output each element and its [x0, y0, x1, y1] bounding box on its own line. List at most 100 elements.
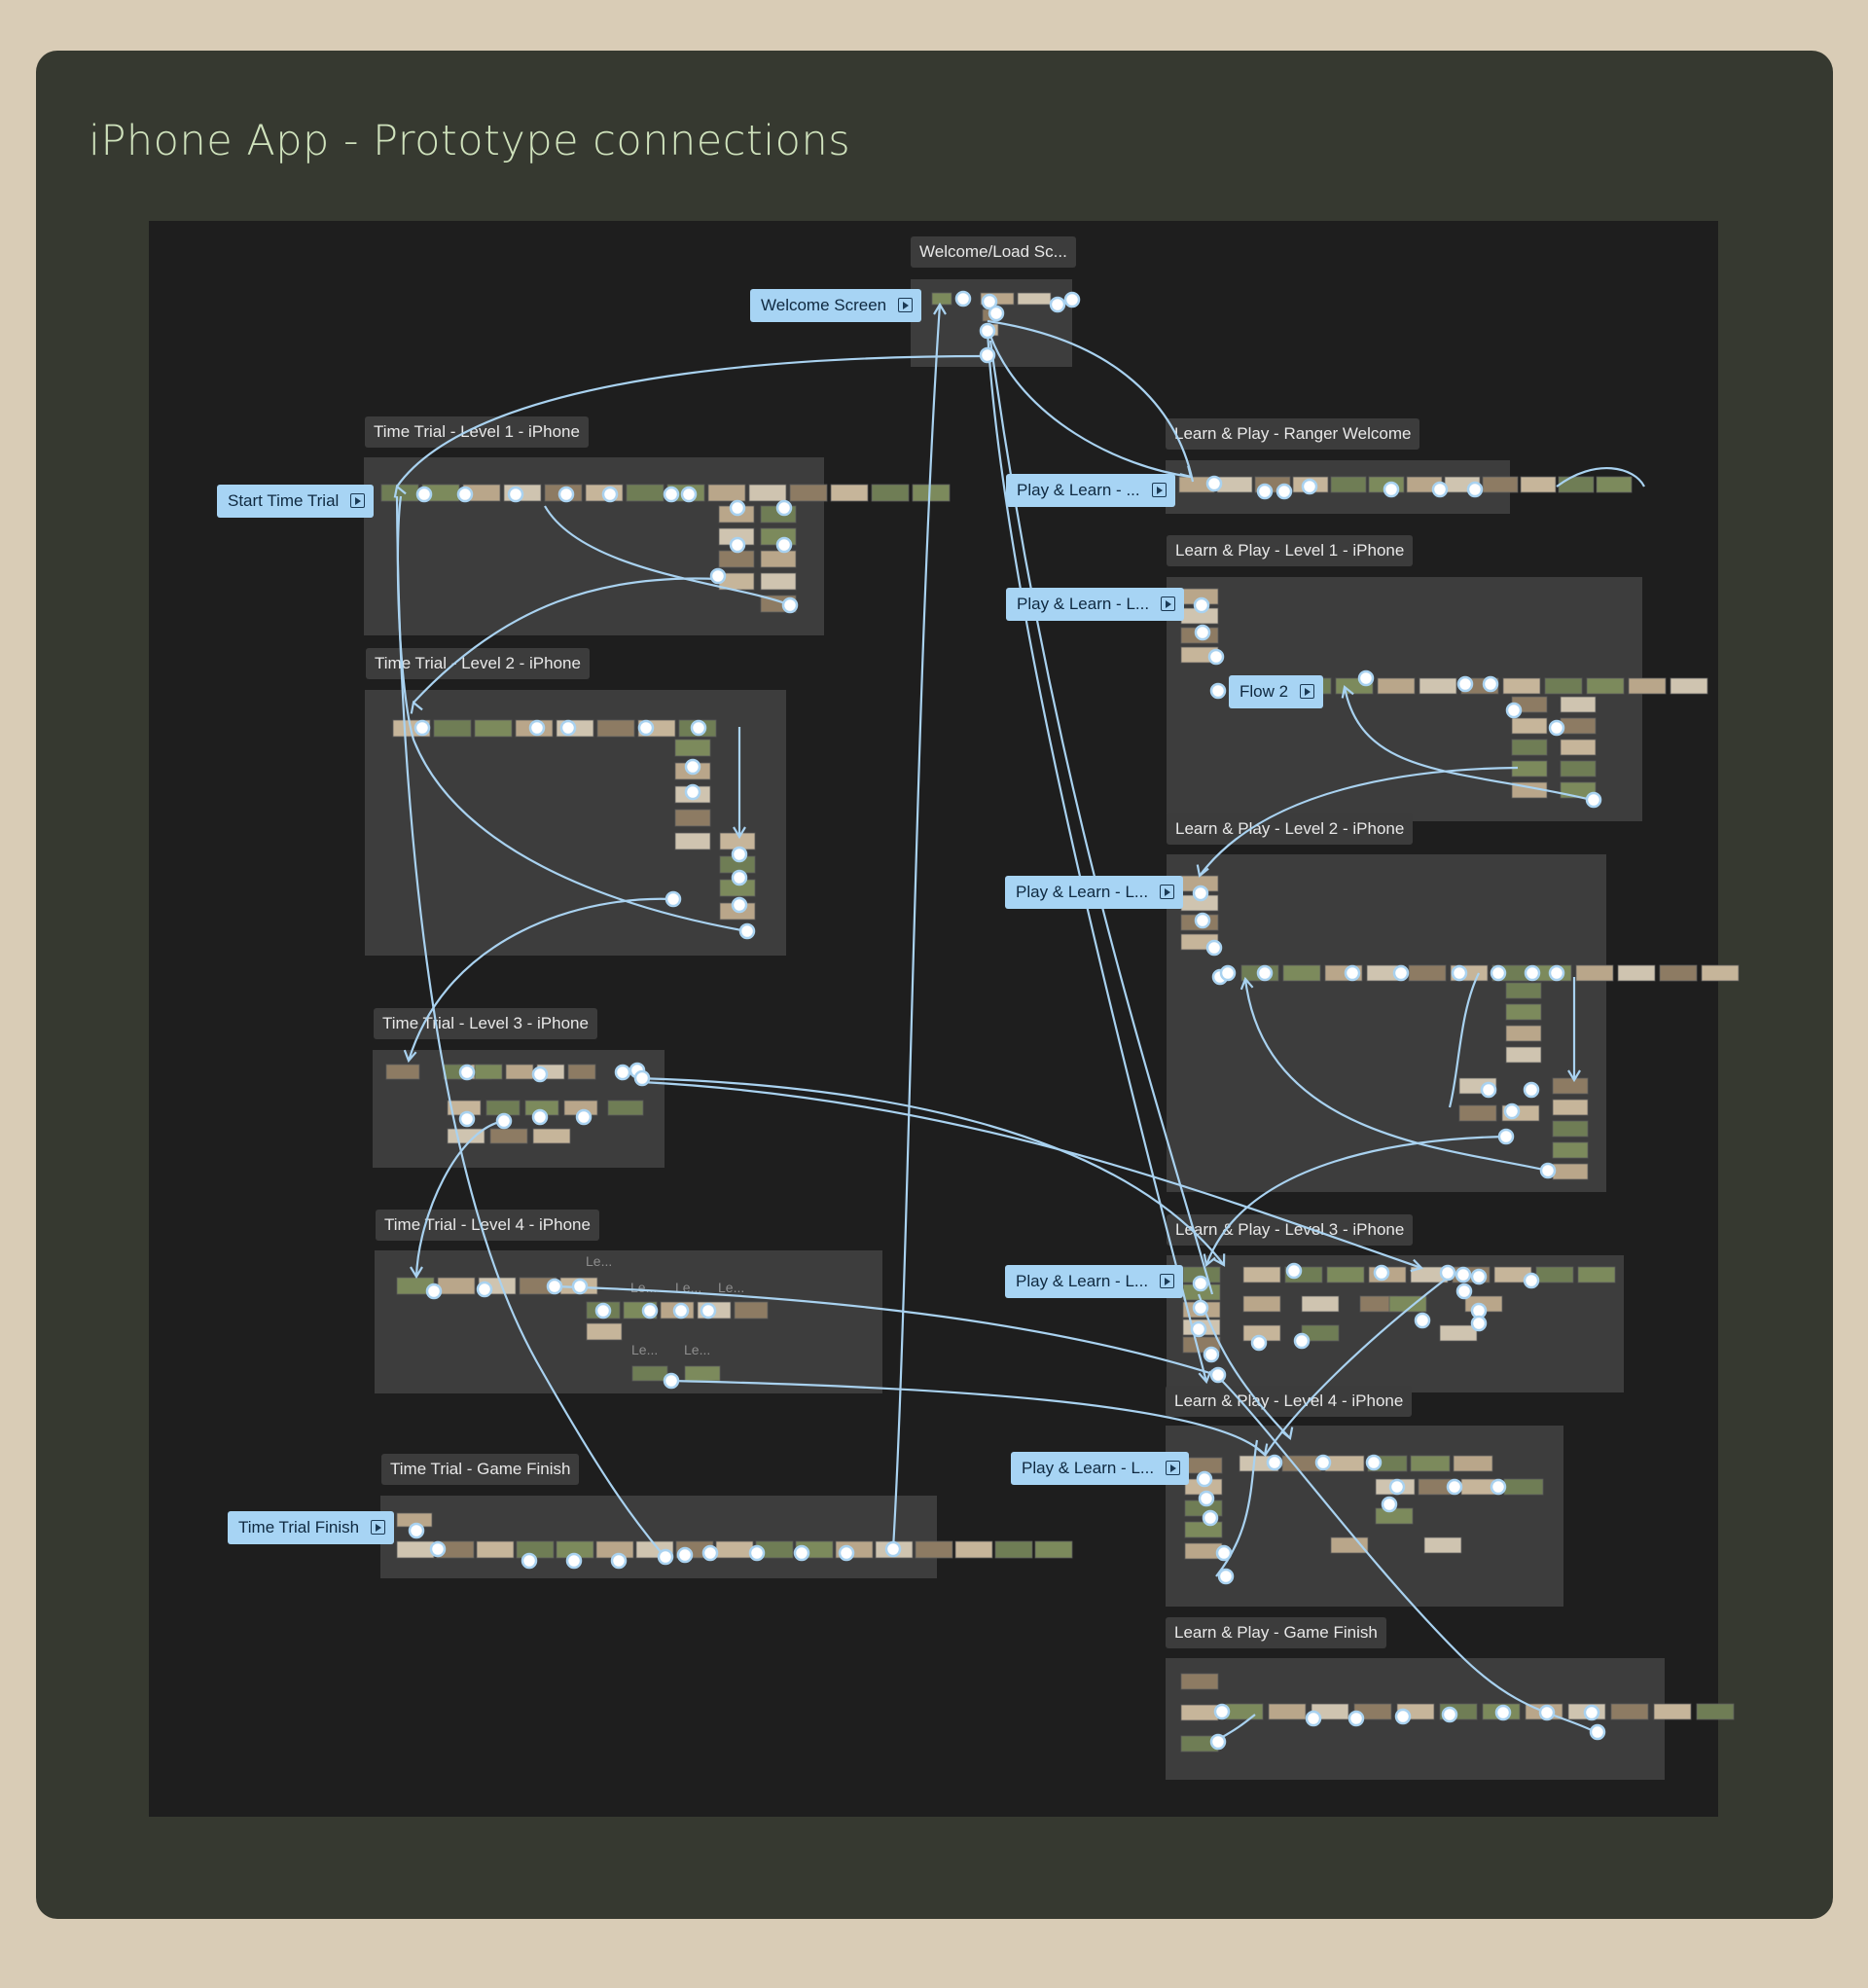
frame-thumbnail[interactable]: [789, 484, 828, 502]
section-label-lpw[interactable]: Learn & Play - Ranger Welcome: [1166, 418, 1420, 450]
frame-thumbnail[interactable]: [684, 1365, 721, 1382]
frame-thumbnail[interactable]: [674, 832, 711, 850]
frame-thumbnail[interactable]: [1225, 1703, 1264, 1720]
frame-thumbnail[interactable]: [532, 1128, 571, 1144]
frame-thumbnail[interactable]: [1560, 760, 1597, 777]
frame-thumbnail[interactable]: [1216, 476, 1253, 493]
frame-thumbnail[interactable]: [715, 1540, 754, 1559]
frame-thumbnail[interactable]: [718, 550, 755, 568]
frame-thumbnail[interactable]: [1242, 1266, 1281, 1283]
frame-thumbnail[interactable]: [871, 484, 910, 502]
frame-thumbnail[interactable]: [1180, 1673, 1219, 1690]
frame-thumbnail[interactable]: [994, 1540, 1033, 1559]
frame-thumbnail[interactable]: [489, 1128, 528, 1144]
frame-thumbnail[interactable]: [505, 1064, 534, 1080]
frame-thumbnail[interactable]: [1505, 982, 1542, 999]
frame-thumbnail[interactable]: [1535, 1266, 1574, 1283]
frame-thumbnail[interactable]: [567, 1064, 596, 1080]
frame-thumbnail[interactable]: [1511, 739, 1548, 756]
section-label-lp4[interactable]: Learn & Play - Level 4 - iPhone: [1166, 1386, 1413, 1417]
section-label-welcome[interactable]: Welcome/Load Sc...: [911, 236, 1076, 268]
frame-thumbnail[interactable]: [1505, 1025, 1542, 1042]
frame-thumbnail[interactable]: [437, 1277, 476, 1295]
frame-thumbnail[interactable]: [915, 1540, 953, 1559]
frame-thumbnail[interactable]: [1326, 1266, 1365, 1283]
section-label-tt4[interactable]: Time Trial - Level 4 - iPhone: [376, 1210, 599, 1241]
frame-thumbnail[interactable]: [1552, 1120, 1589, 1138]
section-label-lp2[interactable]: Learn & Play - Level 2 - iPhone: [1167, 813, 1414, 845]
frame-thumbnail[interactable]: [1596, 476, 1633, 493]
frame-thumbnail[interactable]: [1503, 1478, 1544, 1496]
section-label-tt3[interactable]: Time Trial - Level 3 - iPhone: [374, 1008, 597, 1039]
frame-thumbnail[interactable]: [1458, 1104, 1497, 1122]
section-label-tt1[interactable]: Time Trial - Level 1 - iPhone: [365, 416, 589, 448]
flow-welcome-screen[interactable]: Welcome Screen: [750, 289, 922, 322]
frame-thumbnail[interactable]: [931, 292, 952, 306]
frame-thumbnail[interactable]: [1410, 1455, 1451, 1472]
section-label-lp3[interactable]: Learn & Play - Level 3 - iPhone: [1167, 1214, 1414, 1246]
frame-thumbnail[interactable]: [626, 484, 665, 502]
frame-thumbnail[interactable]: [1560, 696, 1597, 713]
frame-thumbnail[interactable]: [607, 1100, 644, 1116]
flow-play-learn-l1[interactable]: Play & Learn - L...: [1006, 588, 1185, 621]
frame-thumbnail[interactable]: [474, 719, 513, 738]
frame-thumbnail[interactable]: [1628, 677, 1667, 695]
frame-thumbnail[interactable]: [674, 809, 711, 827]
frame-thumbnail[interactable]: [1423, 1536, 1462, 1554]
frame-thumbnail[interactable]: [631, 1365, 668, 1382]
frame-thumbnail[interactable]: [1552, 1141, 1589, 1159]
frame-thumbnail[interactable]: [1439, 1324, 1478, 1342]
frame-thumbnail[interactable]: [1701, 964, 1740, 982]
frame-thumbnail[interactable]: [1268, 1703, 1307, 1720]
frame-thumbnail[interactable]: [912, 484, 951, 502]
frame-thumbnail[interactable]: [1617, 964, 1656, 982]
frame-thumbnail[interactable]: [760, 550, 797, 568]
frame-thumbnail[interactable]: [1282, 964, 1321, 982]
flow-play-learn-l4[interactable]: Play & Learn - L...: [1011, 1452, 1190, 1485]
frame-thumbnail[interactable]: [474, 1064, 503, 1080]
section-label-ttf[interactable]: Time Trial - Game Finish: [381, 1454, 580, 1485]
frame-thumbnail[interactable]: [433, 719, 472, 738]
frame-thumbnail[interactable]: [1552, 1163, 1589, 1180]
frame-thumbnail[interactable]: [1520, 476, 1557, 493]
frame-thumbnail[interactable]: [1408, 964, 1447, 982]
frame-thumbnail[interactable]: [396, 1540, 435, 1559]
flow-time-trial-finish[interactable]: Time Trial Finish: [228, 1511, 395, 1544]
frame-thumbnail[interactable]: [1511, 717, 1548, 735]
frame-thumbnail[interactable]: [954, 1540, 993, 1559]
frame-thumbnail[interactable]: [1552, 1099, 1589, 1116]
frame-thumbnail[interactable]: [1330, 476, 1367, 493]
frame-thumbnail[interactable]: [1558, 476, 1595, 493]
frame-thumbnail[interactable]: [734, 1301, 769, 1319]
frame-thumbnail[interactable]: [1505, 1046, 1542, 1064]
section-label-lpf[interactable]: Learn & Play - Game Finish: [1166, 1617, 1386, 1648]
frame-thumbnail[interactable]: [485, 1100, 521, 1116]
flow-play-learn-l2[interactable]: Play & Learn - L...: [1005, 876, 1184, 909]
frame-thumbnail[interactable]: [1696, 1703, 1735, 1720]
frame-thumbnail[interactable]: [1610, 1703, 1649, 1720]
frame-thumbnail[interactable]: [1659, 964, 1698, 982]
flow-start-time-trial[interactable]: Start Time Trial: [217, 485, 375, 518]
frame-thumbnail[interactable]: [385, 1064, 420, 1080]
frame-thumbnail[interactable]: [1453, 1455, 1493, 1472]
frame-thumbnail[interactable]: [1577, 1266, 1616, 1283]
frame-thumbnail[interactable]: [1301, 1295, 1340, 1313]
frame-thumbnail[interactable]: [1586, 677, 1625, 695]
frame-thumbnail[interactable]: [586, 1322, 623, 1341]
frame-thumbnail[interactable]: [1419, 677, 1457, 695]
frame-thumbnail[interactable]: [748, 484, 787, 502]
frame-thumbnail[interactable]: [1544, 677, 1583, 695]
section-label-lp1[interactable]: Learn & Play - Level 1 - iPhone: [1167, 535, 1414, 566]
section-ttf-box[interactable]: [380, 1496, 937, 1578]
frame-thumbnail[interactable]: [1388, 1295, 1427, 1313]
frame-thumbnail[interactable]: [830, 484, 869, 502]
frame-thumbnail[interactable]: [760, 572, 797, 591]
section-label-tt2[interactable]: Time Trial - Level 2 - iPhone: [366, 648, 590, 679]
frame-thumbnail[interactable]: [1034, 1540, 1073, 1559]
frame-thumbnail[interactable]: [1330, 1536, 1369, 1554]
frame-thumbnail[interactable]: [707, 484, 746, 502]
flow-play-learn-welcome[interactable]: Play & Learn - ...: [1006, 474, 1175, 507]
frame-thumbnail[interactable]: [447, 1128, 485, 1144]
frame-thumbnail[interactable]: [1377, 677, 1416, 695]
frame-thumbnail[interactable]: [1560, 717, 1597, 735]
